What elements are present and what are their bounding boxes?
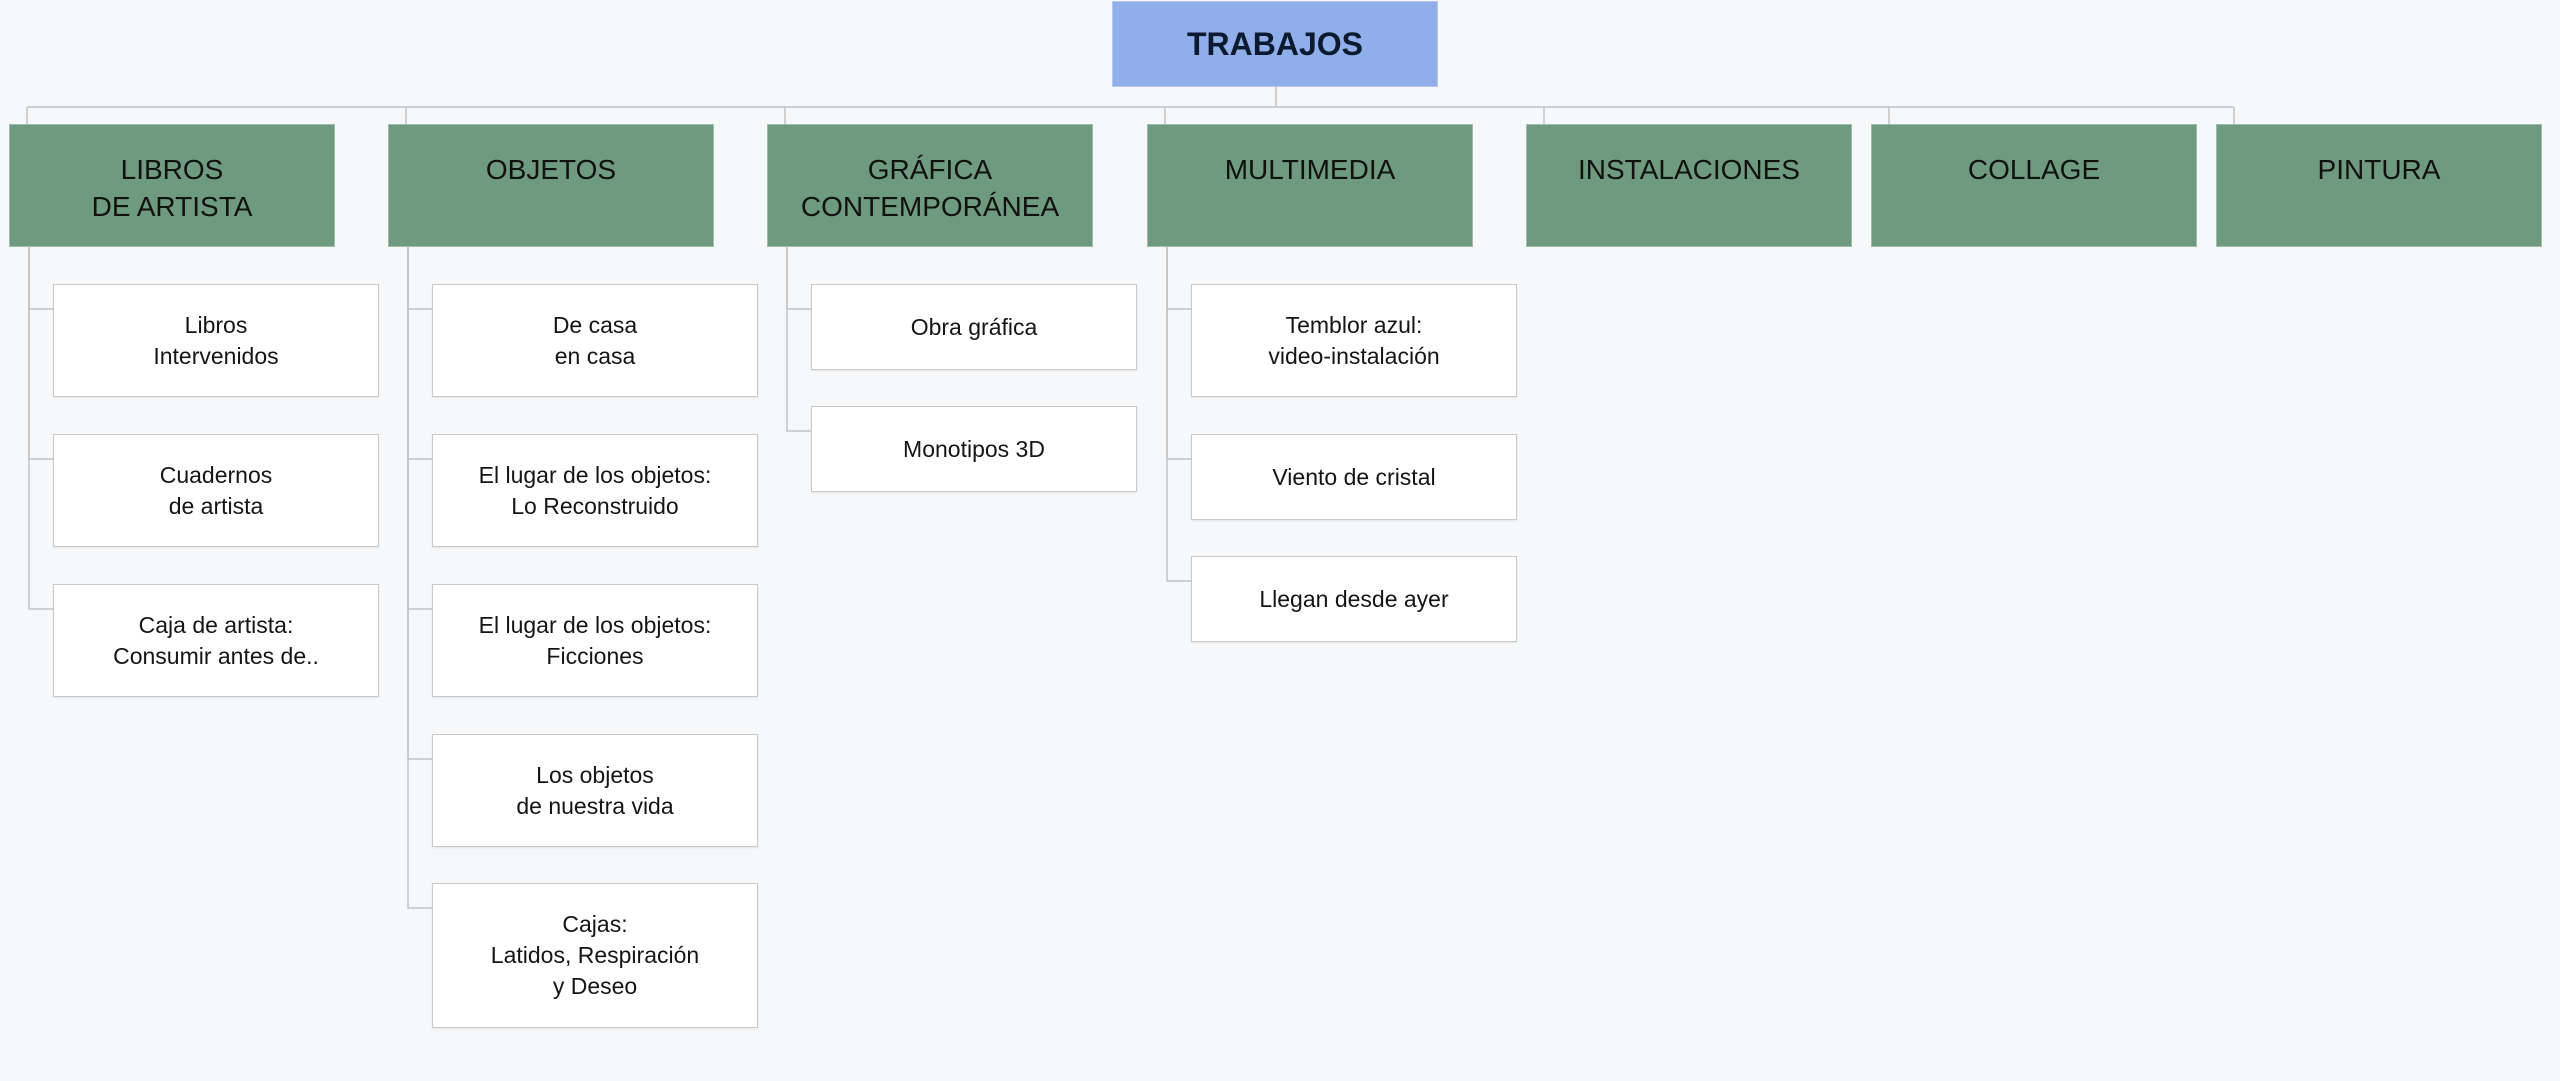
item-cuadernos-de-artista[interactable]: Cuadernos de artista [53,434,379,547]
item-objetos-de-nuestra-vida[interactable]: Los objetos de nuestra vida [432,734,758,847]
item-libros-intervenidos[interactable]: Libros Intervenidos [53,284,379,397]
category-instalaciones[interactable]: INSTALACIONES [1526,124,1852,247]
item-obra-grafica[interactable]: Obra gráfica [811,284,1137,370]
item-viento-de-cristal[interactable]: Viento de cristal [1191,434,1517,520]
category-multimedia[interactable]: MULTIMEDIA [1147,124,1473,247]
item-temblor-azul[interactable]: Temblor azul: video-instalación [1191,284,1517,397]
item-monotipos-3d[interactable]: Monotipos 3D [811,406,1137,492]
item-caja-de-artista[interactable]: Caja de artista: Consumir antes de.. [53,584,379,697]
root-node-trabajos[interactable]: TRABAJOS [1112,1,1438,87]
item-cajas-latidos[interactable]: Cajas: Latidos, Respiración y Deseo [432,883,758,1028]
item-lugar-objetos-ficciones[interactable]: El lugar de los objetos: Ficciones [432,584,758,697]
category-grafica-contemporanea[interactable]: GRÁFICA CONTEMPORÁNEA [767,124,1093,247]
category-collage[interactable]: COLLAGE [1871,124,2197,247]
category-pintura[interactable]: PINTURA [2216,124,2542,247]
category-libros-de-artista[interactable]: LIBROS DE ARTISTA [9,124,335,247]
category-objetos[interactable]: OBJETOS [388,124,714,247]
item-llegan-desde-ayer[interactable]: Llegan desde ayer [1191,556,1517,642]
item-de-casa-en-casa[interactable]: De casa en casa [432,284,758,397]
item-lugar-objetos-reconstruido[interactable]: El lugar de los objetos: Lo Reconstruido [432,434,758,547]
